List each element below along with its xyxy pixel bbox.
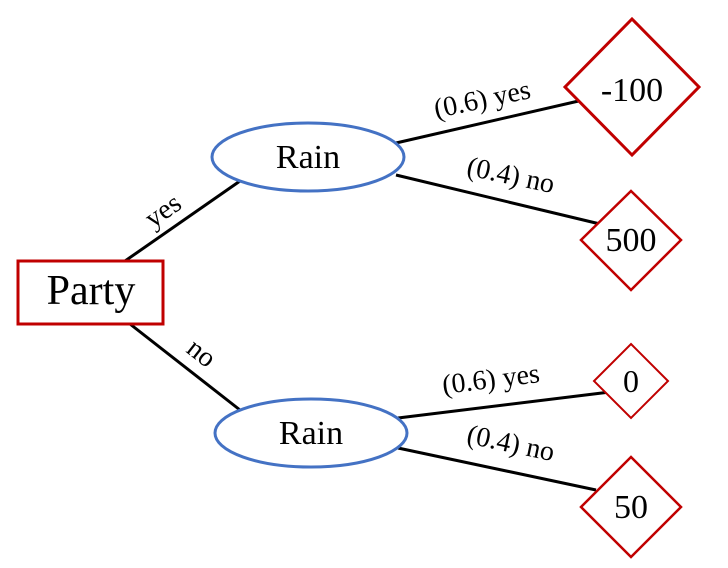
outcome-value-4: 50 xyxy=(614,489,648,526)
chance-node-rain-1 xyxy=(210,121,406,193)
edge-label-party-yes: yes xyxy=(139,188,187,235)
chance-node-rain-1-label: Rain xyxy=(276,139,340,176)
edge-rain2-yes xyxy=(397,390,611,420)
chance-node-rain-2-label: Rain xyxy=(279,415,343,452)
outcome-node-0 xyxy=(592,342,670,420)
edge-label-rain1-yes: (0.6) yes xyxy=(431,74,533,125)
edge-rain1-yes xyxy=(395,98,584,145)
outcome-node-50 xyxy=(579,455,683,559)
outcome-node-500 xyxy=(579,189,683,292)
decision-node-party xyxy=(16,259,165,326)
outcome-value-2: 500 xyxy=(606,222,657,259)
decision-node-label: Party xyxy=(47,268,136,314)
edge-label-rain2-yes: (0.6) yes xyxy=(440,358,541,401)
edge-party-yes xyxy=(124,179,241,263)
edge-label-rain1-no: (0.4) no xyxy=(464,151,557,200)
outcome-value-1: -100 xyxy=(601,72,663,109)
edge-rain1-no xyxy=(395,173,601,226)
outcome-node-minus-100 xyxy=(562,16,702,158)
edge-rain2-no xyxy=(397,446,597,492)
chance-node-rain-2 xyxy=(213,397,409,469)
edge-label-rain2-no: (0.4) no xyxy=(464,419,557,468)
outcome-value-3: 0 xyxy=(623,363,639,399)
edge-party-no xyxy=(129,322,241,412)
